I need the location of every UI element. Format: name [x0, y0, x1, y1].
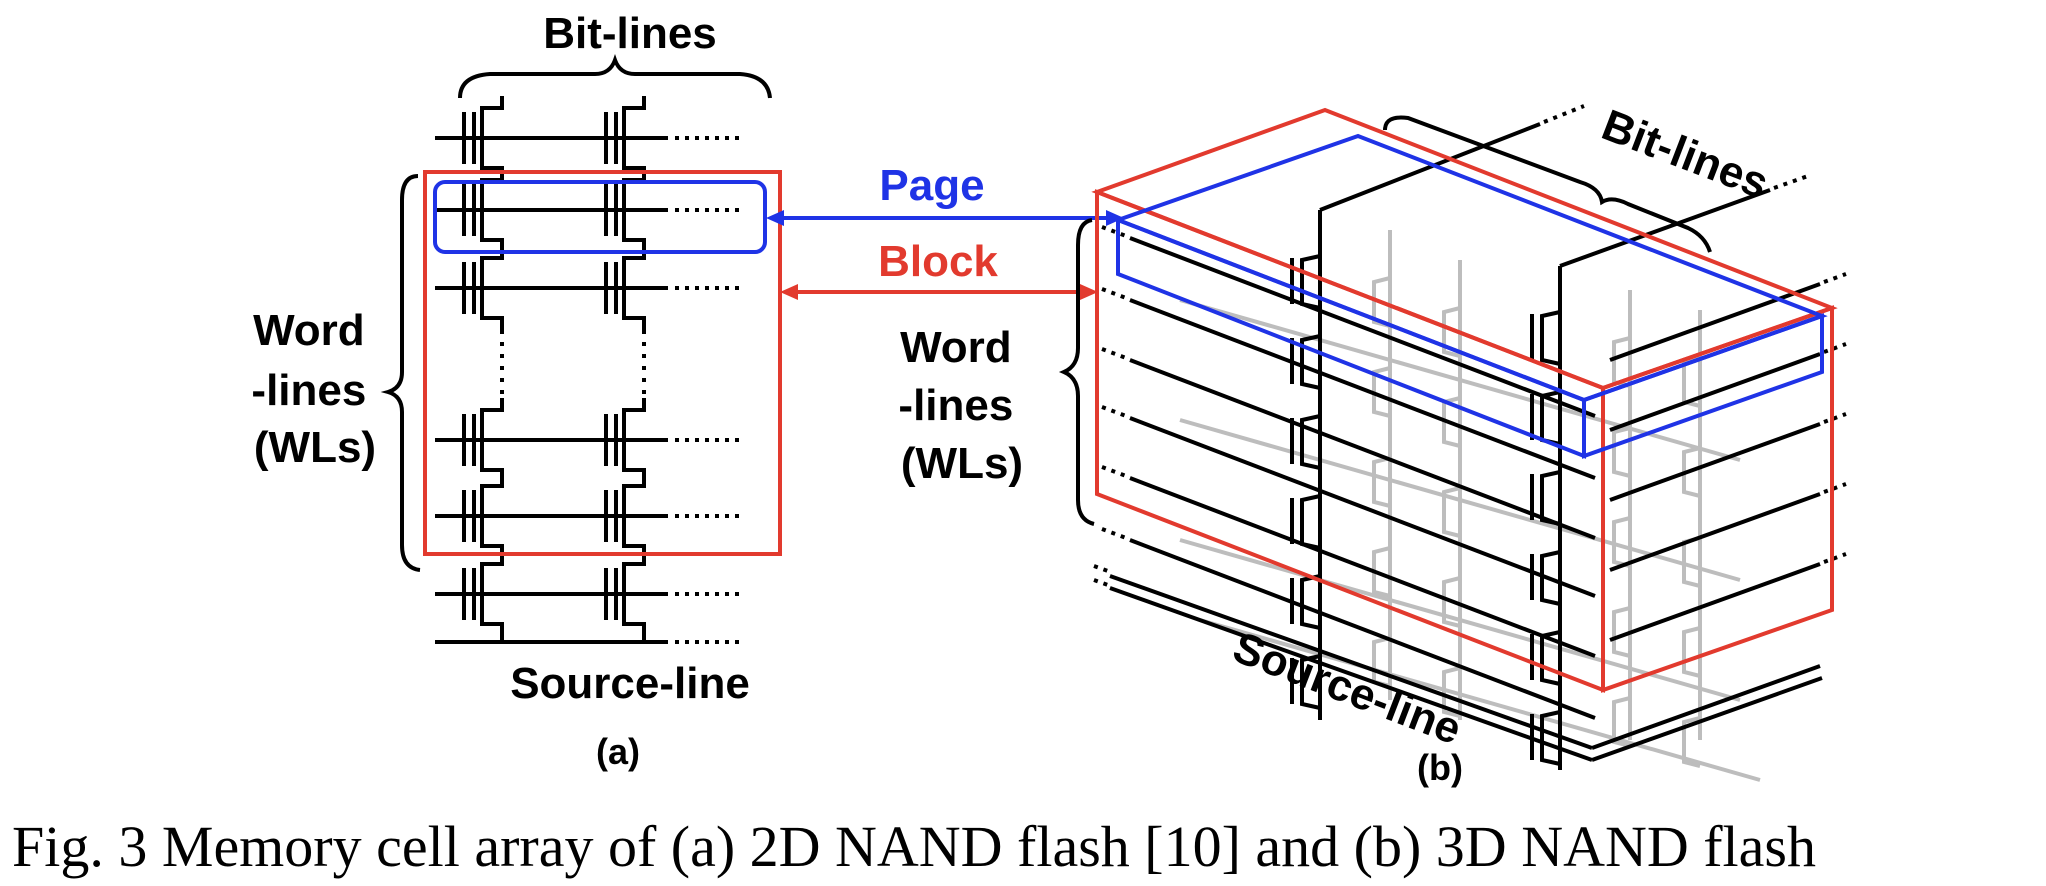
- word-line-3d: [1129, 236, 1596, 418]
- word-line-3d-side-continuation: [1823, 552, 1847, 564]
- string-cell-back: [1612, 516, 1631, 568]
- page-box-2d: [433, 180, 767, 254]
- bit-lines-label-a: Bit-lines: [543, 9, 717, 58]
- string-cell: [1540, 310, 1561, 366]
- word-line-3d-side: [1609, 352, 1821, 432]
- channel: [480, 398, 504, 482]
- word-line-3d-side: [1609, 562, 1821, 642]
- source-line-label-b: Source-line: [1227, 623, 1468, 755]
- source-line-label-a: Source-line: [510, 659, 750, 708]
- word-lines-label-b: Word -lines (WLs): [898, 323, 1025, 488]
- panel-2d-nand: Bit-lines Word -lines (WLs) Source-line …: [251, 9, 782, 772]
- word-lines-brace-a: [380, 174, 421, 572]
- word-line-3d-continuation: [1101, 225, 1127, 238]
- word-line-3d: [1129, 476, 1596, 658]
- word-line-3d: [1129, 298, 1596, 480]
- word-line-3d-continuation: [1101, 347, 1127, 360]
- string-cell: [1540, 710, 1561, 766]
- block-arrowhead-left: [780, 284, 798, 300]
- word-line-3d-continuation: [1101, 465, 1127, 478]
- page-arrowhead-right: [1106, 210, 1124, 226]
- string-cell-back: [1372, 456, 1391, 508]
- word-line-3d-back: [1199, 618, 1761, 782]
- cell-array-3d: [1101, 104, 1847, 770]
- channel: [480, 474, 504, 558]
- block-label: Block: [878, 237, 998, 286]
- string-cell: [1300, 574, 1321, 630]
- string-cell-back: [1612, 426, 1631, 478]
- panel-label-b: (b): [1417, 747, 1463, 788]
- word-line-3d-continuation: [1101, 287, 1127, 300]
- word-line-3d-side-continuation: [1823, 482, 1847, 494]
- page-box-3d: [1112, 133, 1828, 459]
- bit-line-3d: [1559, 188, 1771, 268]
- string-cell-back: [1442, 486, 1461, 538]
- word-line-3d-continuation: [1101, 405, 1127, 418]
- word-line-3d-side-continuation: [1823, 272, 1847, 284]
- string-cell-back: [1442, 666, 1461, 718]
- bit-line-3d-continuation: [1773, 174, 1809, 190]
- word-line-3d-side: [1609, 422, 1821, 502]
- panel-3d-nand: Bit-lines Word -lines (WLs) Source-line …: [898, 100, 1847, 788]
- string-cell-back: [1682, 716, 1701, 768]
- word-line-3d-side-continuation: [1823, 412, 1847, 424]
- word-line-3d-continuation: [1101, 527, 1127, 540]
- panel-label-a: (a): [596, 731, 640, 772]
- cell-array-2d: [435, 96, 745, 644]
- block-box-3d: [1091, 107, 1838, 693]
- string-cell: [1540, 550, 1561, 606]
- string-cell: [1300, 334, 1321, 390]
- string-cell-back: [1442, 306, 1461, 358]
- block-box-2d: [423, 170, 782, 556]
- word-lines-brace-b: [1058, 218, 1095, 526]
- string-cell: [1540, 470, 1561, 526]
- string-cell-back: [1682, 536, 1701, 588]
- word-line-3d-side: [1609, 492, 1821, 572]
- string-cell-back: [1682, 626, 1701, 678]
- string-cell: [1300, 414, 1321, 470]
- word-line-3d: [1129, 538, 1596, 720]
- string-cell: [1540, 630, 1561, 686]
- string-cell: [1300, 494, 1321, 550]
- channel: [480, 168, 504, 252]
- page-arrowhead-left: [766, 210, 784, 226]
- channel: [622, 398, 646, 482]
- bit-line-3d-continuation: [1543, 104, 1585, 124]
- string-cell-back: [1612, 336, 1631, 388]
- connectors: Page Block: [766, 161, 1124, 300]
- bit-line-3d: [1319, 122, 1541, 212]
- string-cell-back: [1612, 696, 1631, 748]
- word-line-3d-back: [1179, 418, 1741, 582]
- cell-array-3d-back: [1179, 230, 1761, 782]
- source-lines-3d: [1093, 564, 1823, 762]
- string-cell-back: [1612, 606, 1631, 658]
- word-line-3d-side: [1609, 282, 1821, 362]
- bit-lines-brace-b: [1383, 115, 1712, 253]
- word-line-3d-side-continuation: [1823, 342, 1847, 354]
- word-line-3d: [1129, 416, 1596, 598]
- word-line-3d: [1129, 358, 1596, 540]
- channel: [622, 168, 646, 252]
- channel: [622, 474, 646, 558]
- bit-lines-label-b: Bit-lines: [1595, 100, 1775, 208]
- block-arrowhead-right: [1080, 284, 1098, 300]
- page-label: Page: [879, 161, 984, 210]
- bit-lines-brace: [458, 54, 772, 99]
- word-lines-label-a: Word -lines (WLs): [251, 306, 378, 472]
- string-cell: [1300, 254, 1321, 310]
- figure-caption: Fig. 3 Memory cell array of (a) 2D NAND …: [12, 814, 1816, 879]
- string-cell-back: [1442, 576, 1461, 628]
